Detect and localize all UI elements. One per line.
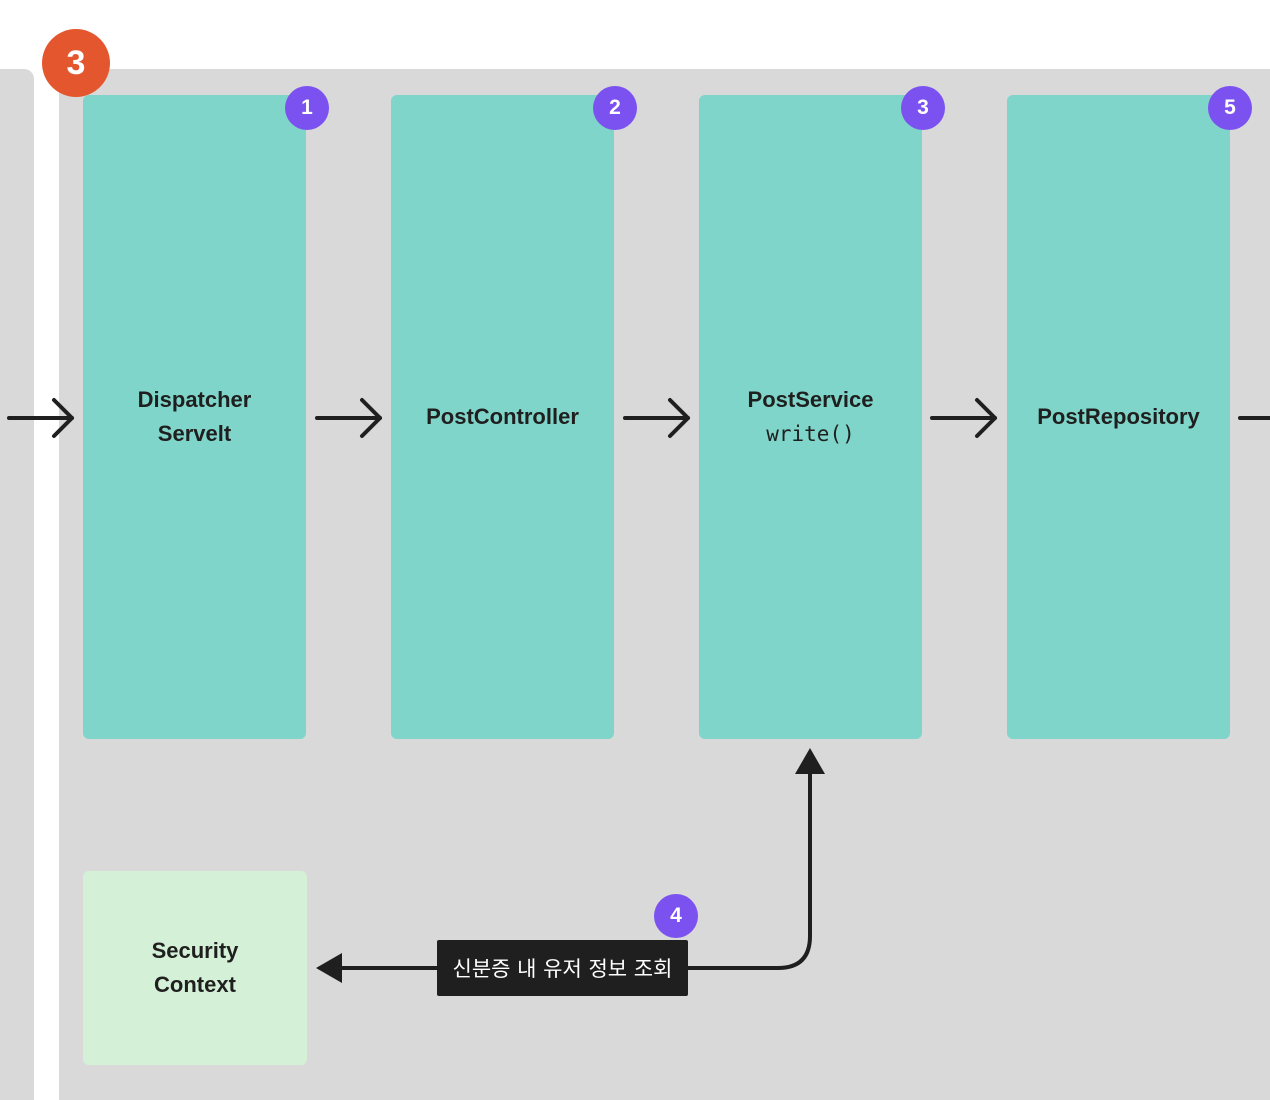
- badge-5: 5: [1208, 86, 1252, 130]
- lookup-connector: [338, 768, 812, 970]
- security-context-box: Security Context: [83, 871, 307, 1065]
- previous-step-panel: [0, 69, 34, 1100]
- post-repository-label: PostRepository: [1037, 404, 1200, 429]
- dispatcher-servlet-box: Dispatcher Servelt: [83, 95, 306, 739]
- arrow-dispatcher-to-controller: [315, 398, 382, 438]
- dispatcher-servlet-label-line2: Servelt: [157, 421, 232, 446]
- post-repository-box: PostRepository: [1007, 95, 1230, 739]
- security-context-label-line2: Context: [154, 972, 236, 997]
- post-service-box: PostService write(): [699, 95, 922, 739]
- dispatcher-servlet-label-line1: Dispatcher: [137, 387, 252, 412]
- badge-2: 2: [593, 86, 637, 130]
- arrowhead-left: [316, 953, 342, 983]
- step-number-badge: 3: [42, 29, 110, 97]
- post-controller-label: PostController: [426, 404, 579, 429]
- write-method-label: write(): [766, 422, 855, 446]
- security-context-label-line1: Security: [151, 938, 239, 963]
- arrow-controller-to-service: [623, 398, 690, 438]
- post-service-label: PostService: [747, 387, 874, 412]
- badge-3: 3: [901, 86, 945, 130]
- arrowhead-up: [795, 748, 825, 774]
- arrow-service-to-repository: [930, 398, 997, 438]
- lookup-label: 신분증 내 유저 정보 조회: [437, 940, 688, 996]
- badge-4: 4: [654, 894, 698, 938]
- badge-1: 1: [285, 86, 329, 130]
- entry-arrow: [7, 398, 74, 438]
- post-controller-box: PostController: [391, 95, 614, 739]
